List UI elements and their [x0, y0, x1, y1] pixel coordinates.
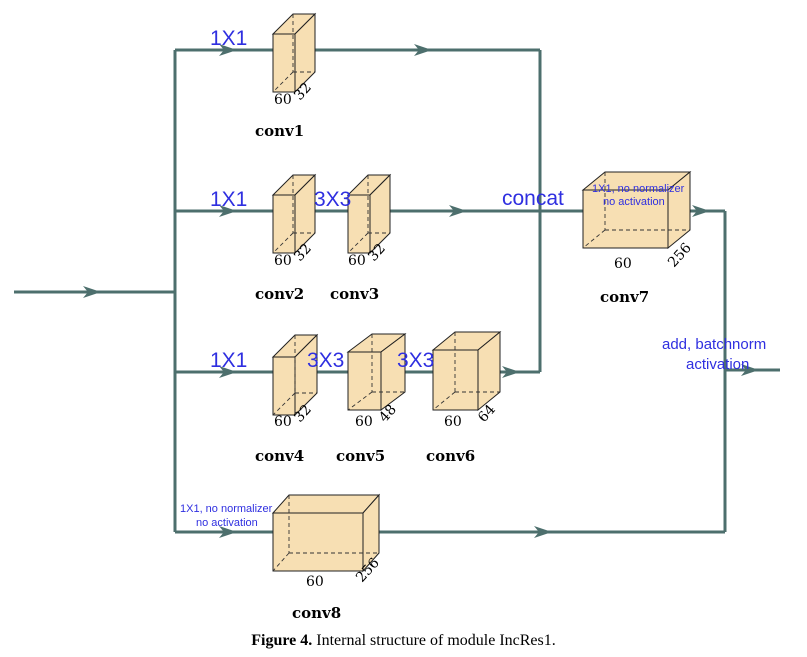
conv8-side-face	[362, 493, 380, 573]
conv7-dim-a: 60	[614, 256, 632, 272]
concat-label: concat	[502, 187, 564, 210]
conv8-note-line-1: 1X1, no normalizer	[180, 503, 273, 515]
operation-labels: 1X1 1X1 3X3 1X1 3X3 3X3 concat 1X1, no n…	[180, 27, 766, 529]
conv4-block	[271, 333, 319, 417]
conv3-block	[346, 173, 392, 255]
conv6-block	[431, 330, 502, 412]
conv1-hidden-edge	[272, 71, 294, 93]
add-label-line-2: activation	[686, 356, 749, 373]
conv8-block	[271, 493, 381, 573]
conv7-note-line-1: 1X1, no normalizer	[592, 183, 685, 195]
conv5-front-face	[347, 351, 382, 411]
conv7-name: conv7	[600, 288, 649, 306]
module-diagram: 60 32 conv1 60 32 conv2 60 32 conv3 60 3…	[14, 12, 780, 622]
conv4-front-face	[272, 356, 296, 416]
conv1-front-face	[272, 33, 296, 93]
figure-caption: Figure 4. Internal structure of module I…	[0, 632, 807, 650]
conv8-front-face	[272, 512, 364, 572]
connection-lines	[14, 48, 780, 534]
conv5-block	[346, 333, 407, 411]
conv8-name: conv8	[292, 604, 341, 622]
conv3-dim-a: 60	[348, 253, 366, 269]
kernel-label-3x3: 3X3	[397, 349, 434, 372]
conv-blocks	[271, 12, 692, 573]
conv5-hidden-edge	[347, 391, 373, 411]
conv1-block	[271, 12, 317, 94]
add-label-line-1: add, batchnorm	[662, 336, 766, 353]
conv4-hidden-edge	[272, 392, 296, 416]
conv3-hidden-edge	[347, 232, 369, 254]
conv5-side-face	[380, 333, 406, 411]
conv3-name: conv3	[330, 285, 379, 303]
conv7-block	[581, 170, 692, 250]
conv5-dim-a: 60	[355, 414, 373, 430]
figure-caption-text: Internal structure of module IncRes1.	[312, 632, 556, 649]
kernel-label-1x1: 1X1	[210, 188, 247, 211]
kernel-label-3x3: 3X3	[314, 188, 351, 211]
conv7-hidden-edge	[582, 229, 606, 249]
conv2-name: conv2	[255, 285, 304, 303]
figure-caption-prefix: Figure 4.	[251, 632, 313, 649]
conv8-dim-a: 60	[306, 574, 324, 590]
conv7-note-line-2: no activation	[603, 196, 665, 208]
conv6-dim-a: 60	[444, 414, 462, 430]
conv2-dim-a: 60	[274, 253, 292, 269]
conv6-front-face	[432, 349, 479, 411]
conv4-dim-a: 60	[274, 414, 292, 430]
conv6-hidden-edge	[432, 391, 456, 411]
conv2-front-face	[272, 194, 296, 254]
conv1-name: conv1	[255, 122, 304, 140]
conv6-name: conv6	[426, 447, 475, 465]
conv1-dim-a: 60	[274, 92, 292, 108]
kernel-label-3x3: 3X3	[307, 349, 344, 372]
conv8-note-line-2: no activation	[196, 517, 258, 529]
conv2-hidden-edge	[272, 232, 294, 254]
conv4-name: conv4	[255, 447, 304, 465]
kernel-label-1x1: 1X1	[210, 27, 247, 50]
kernel-label-1x1: 1X1	[210, 349, 247, 372]
conv2-block	[271, 173, 317, 255]
conv5-name: conv5	[336, 447, 385, 465]
arrowheads	[83, 44, 759, 538]
